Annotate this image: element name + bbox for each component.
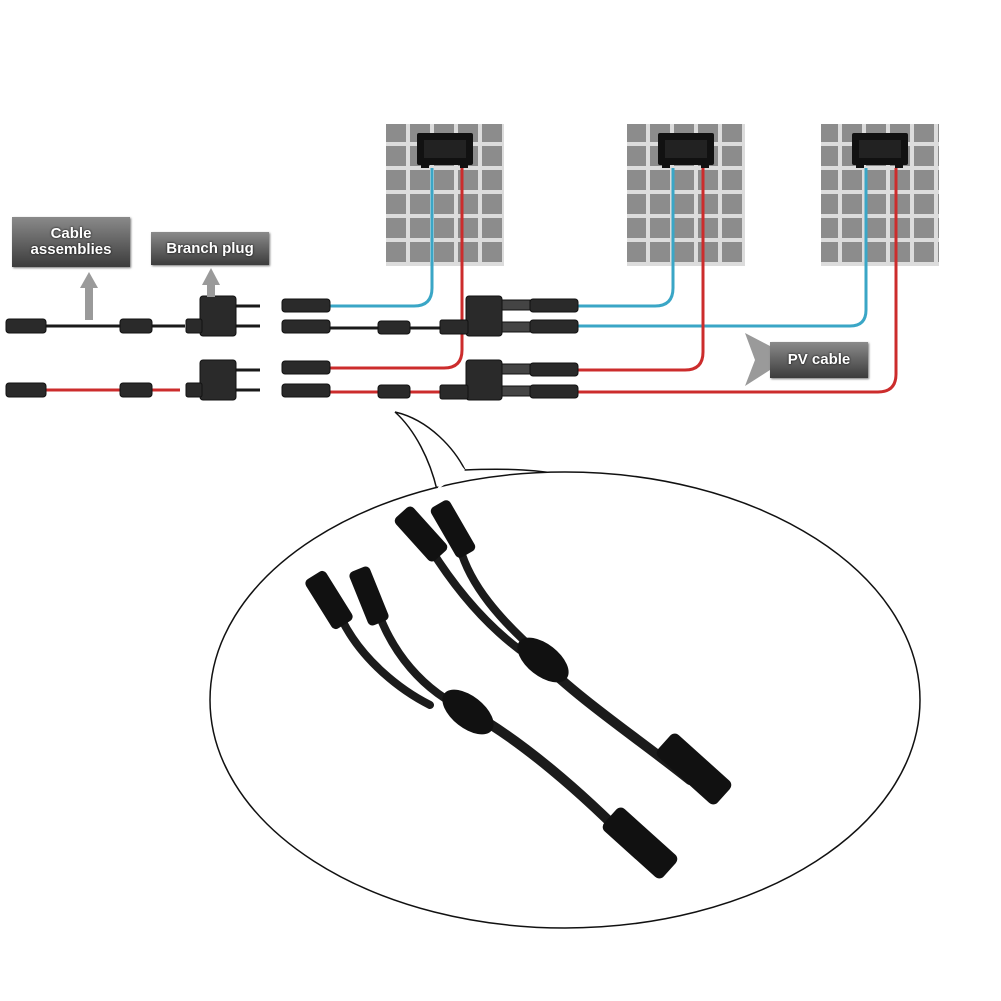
solar-panel-3 [821, 124, 939, 266]
solar-panel-1 [386, 124, 504, 266]
branch-plug-label: Branch plug [151, 232, 269, 265]
negative-cables [330, 168, 868, 328]
branch-plugs [185, 295, 531, 401]
solar-panel-2 [627, 124, 745, 266]
branch-connector-illustration [305, 500, 732, 879]
label-arrows [80, 268, 770, 386]
connectors [5, 298, 579, 399]
cable-assemblies-label: Cable assemblies [12, 217, 130, 267]
pv-cable-label: PV cable [770, 342, 868, 378]
detail-callout [209, 411, 921, 929]
